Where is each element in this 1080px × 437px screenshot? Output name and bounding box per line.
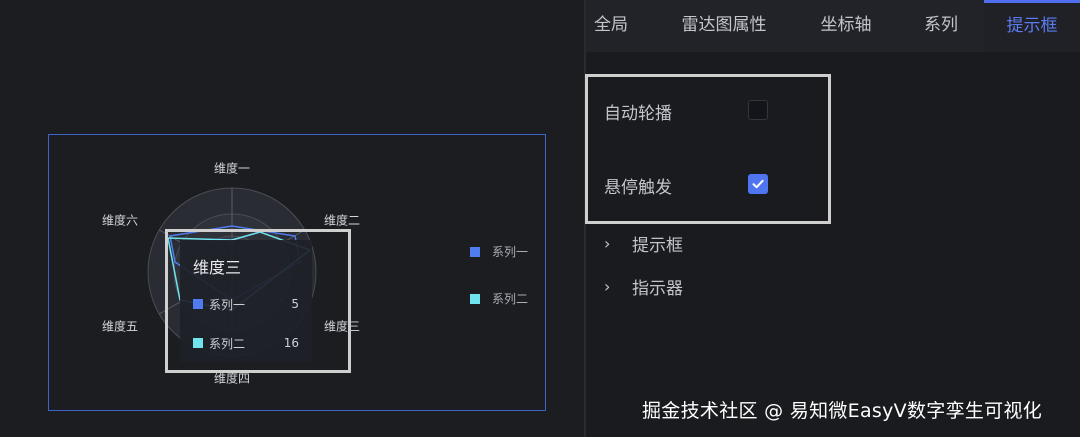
tooltip-row-series-1: 系列一 5 [193, 295, 299, 313]
tooltip-series-name: 系列一 [209, 297, 246, 312]
legend-item-series-1[interactable]: 系列一 [470, 243, 528, 260]
tooltip-swatch [193, 299, 203, 309]
radar-dimension-label-4: 维度四 [213, 371, 251, 386]
section-label: 指示器 [632, 279, 683, 299]
tooltip-highlight-box [165, 229, 351, 373]
chevron-right-icon: › [604, 234, 611, 253]
tooltip-series-value: 5 [291, 297, 299, 311]
radar-dimension-label-5: 维度五 [101, 319, 139, 334]
radar-widget-frame[interactable] [48, 134, 546, 411]
tooltip-series-value: 16 [283, 336, 299, 350]
chart-tooltip: 维度三 系列一 5 系列二 16 [180, 240, 312, 362]
watermark: 掘金技术社区 @ 易知微EasyV数字孪生可视化 [642, 400, 1043, 422]
legend-item-series-2[interactable]: 系列二 [470, 290, 528, 307]
tooltip-swatch [193, 338, 203, 348]
tab-radar-properties[interactable]: 雷达图属性 [681, 15, 767, 35]
chevron-right-icon: › [604, 277, 611, 296]
hover-trigger-checkbox[interactable] [748, 174, 768, 194]
legend-label: 系列一 [492, 245, 529, 259]
radar-dimension-label-2: 维度二 [323, 213, 361, 228]
tab-tooltip[interactable]: 提示框 [984, 0, 1080, 52]
section-tooltip-collapsed[interactable]: › 提示框 [604, 231, 683, 256]
legend-swatch [470, 246, 480, 257]
hover-trigger-label: 悬停触发 [604, 178, 672, 198]
legend-label: 系列二 [492, 292, 529, 306]
tooltip-series-name: 系列二 [209, 336, 246, 351]
radar-dimension-label-1: 维度一 [213, 161, 251, 176]
config-panel: 全局 雷达图属性 坐标轴 系列 提示框 [586, 0, 1080, 437]
radar-dimension-label-6: 维度六 [101, 213, 139, 228]
legend-swatch [470, 293, 480, 304]
tab-series[interactable]: 系列 [924, 15, 958, 35]
section-indicator-collapsed[interactable]: › 指示器 [604, 274, 683, 299]
tab-global[interactable]: 全局 [594, 15, 628, 35]
check-icon [752, 179, 764, 189]
options-highlight-box [585, 74, 831, 224]
config-tabbar: 全局 雷达图属性 坐标轴 系列 提示框 [586, 0, 1080, 52]
tab-axis[interactable]: 坐标轴 [820, 15, 872, 35]
autoplay-label: 自动轮播 [604, 104, 672, 124]
autoplay-checkbox[interactable] [748, 100, 768, 120]
radar-dimension-label-3: 维度三 [323, 319, 361, 334]
chart-canvas: 维度一 维度二 维度三 维度四 维度五 维度六 系列一 系列二 维度三 系列一 … [48, 134, 546, 411]
tooltip-title: 维度三 [193, 258, 242, 277]
section-label: 提示框 [632, 236, 683, 256]
tooltip-row-series-2: 系列二 16 [193, 334, 299, 352]
